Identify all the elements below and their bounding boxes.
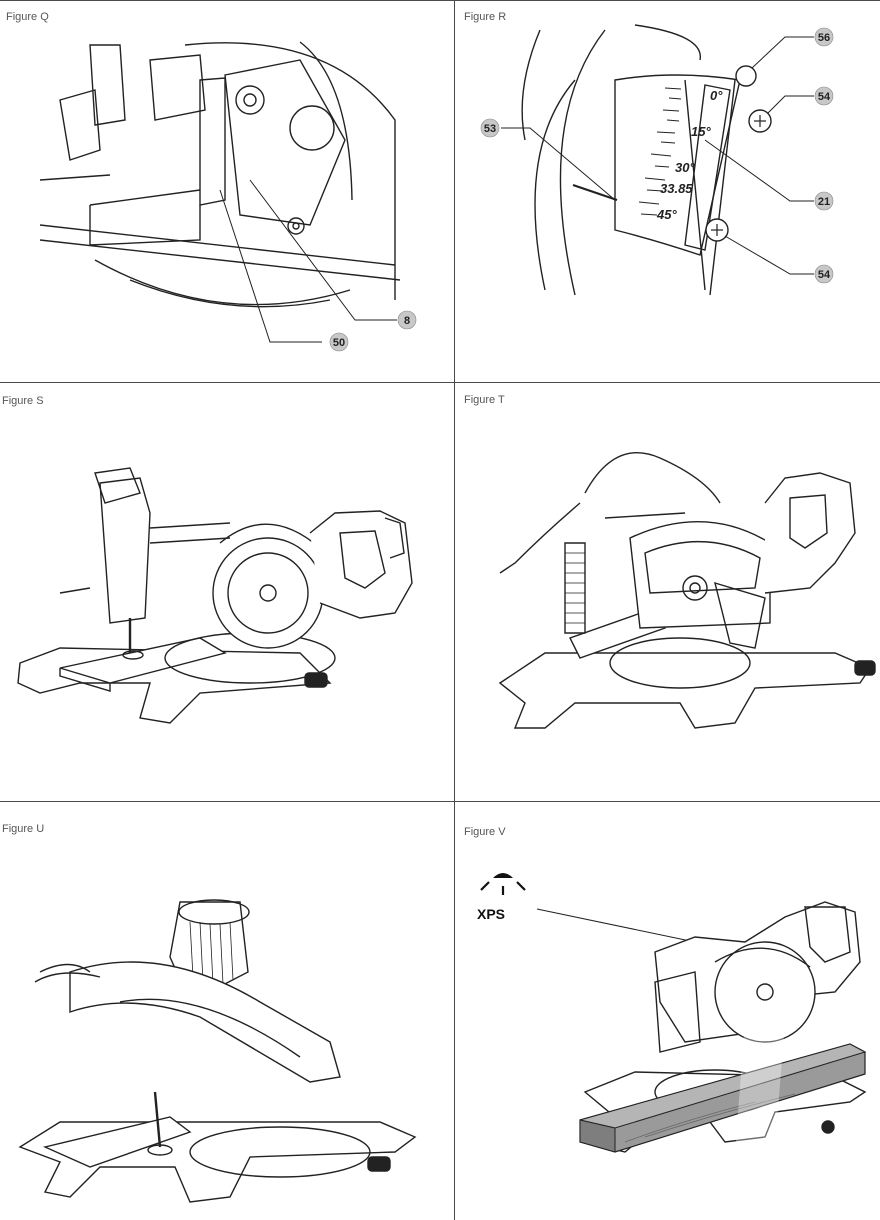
figure-r-illustration: 0° 15° 30° 33.85 45° 56 54 53 21 [480,24,834,296]
column-divider [454,0,455,1220]
scale-30: 30° [675,160,695,175]
xps-light-icon [480,873,526,895]
svg-text:53: 53 [484,123,496,135]
figure-q-illustration: 8 50 [39,41,417,352]
callout-50: 50 [329,332,349,352]
figure-v-label: Figure V [464,826,506,838]
figure-t-illustration [498,451,876,729]
scale-15: 15° [691,124,711,139]
figure-v-illustration: XPS [477,873,867,1153]
figure-t-label: Figure T [464,394,505,406]
callout-56: 56 [814,27,834,47]
row-divider-2 [0,801,880,802]
figure-q-label: Figure Q [6,11,49,23]
svg-text:54: 54 [818,91,831,103]
callout-54-bottom: 54 [814,264,834,284]
scale-45: 45° [656,207,677,222]
top-border [0,0,880,1]
svg-text:54: 54 [818,269,831,281]
svg-text:8: 8 [404,315,410,327]
scale-33-85: 33.85 [660,181,693,196]
figure-r-label: Figure R [464,11,507,23]
figure-s-label: Figure S [2,395,44,407]
callout-53: 53 [480,118,500,138]
scale-0: 0° [710,88,723,103]
callout-21: 21 [814,191,834,211]
svg-text:21: 21 [818,196,830,208]
figure-u-label: Figure U [2,823,45,835]
screw-56-icon [735,65,757,87]
svg-text:50: 50 [333,337,345,349]
svg-text:56: 56 [818,32,830,44]
callout-8: 8 [397,310,417,330]
row-divider-1 [0,382,880,383]
workpiece-board [579,1022,867,1153]
figure-s-illustration [17,467,413,724]
callout-54-top: 54 [814,86,834,106]
figure-u-illustration [18,899,417,1203]
xps-label: XPS [477,906,505,922]
